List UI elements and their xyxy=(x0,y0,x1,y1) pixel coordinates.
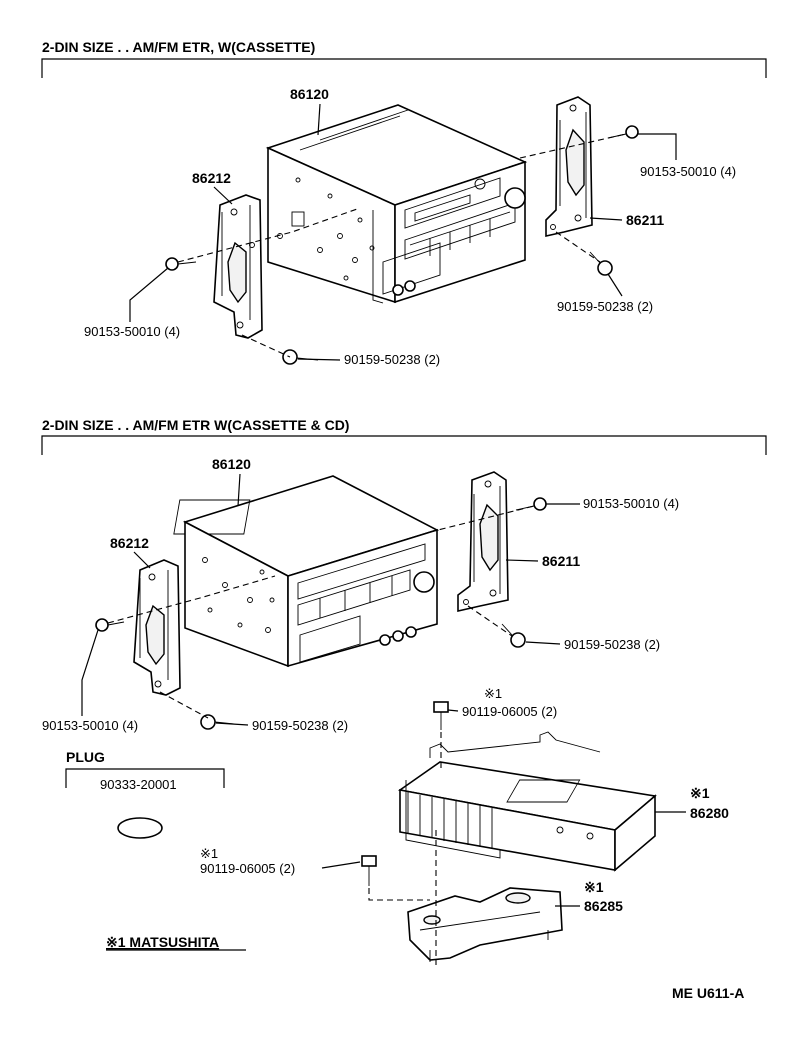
top-left-screw-label: 90159-50238 (2) xyxy=(344,352,440,367)
bottom-left-bolt-label: 90153-50010 (4) xyxy=(42,718,138,733)
amp-top-bolt-label: 90119-06005 (2) xyxy=(462,704,557,719)
head-unit-bottom: 86120 xyxy=(173,456,440,668)
top-left-bolt xyxy=(165,257,197,271)
section-bottom-bracket-line xyxy=(41,435,767,455)
section-bottom: 2-DIN SIZE . . AM/FM ETR W(CASSETTE & CD… xyxy=(41,417,767,965)
amplifier-unit: ※1 86280 xyxy=(397,731,729,872)
section-top: 2-DIN SIZE . . AM/FM ETR, W(CASSETTE) xyxy=(41,39,767,367)
fasteners-top: 90153-50010 (4) 90159-50238 (2) 90153-50… xyxy=(84,125,736,367)
top-unit-label: 86120 xyxy=(290,86,329,102)
bottom-left-bolt xyxy=(95,618,125,632)
left-bracket-top: 86212 xyxy=(192,170,263,339)
note: ※1 MATSUSHITA xyxy=(106,934,246,951)
bottom-right-bolt-label: 90153-50010 (4) xyxy=(583,496,679,511)
amp-top-bolt-mark: ※1 xyxy=(484,686,502,701)
amp-left-bolt xyxy=(361,855,377,886)
top-right-bolt-label: 90153-50010 (4) xyxy=(640,164,736,179)
plug-shape xyxy=(117,817,163,839)
fasteners-bottom: 90153-50010 (4) 90159-50238 (2) 90153-50… xyxy=(42,496,679,733)
amplifier-fasteners: ※1 90119-06005 (2) ※1 90119-06005 (2) xyxy=(200,686,557,965)
plug-callout: PLUG 90333-20001 xyxy=(65,749,225,839)
plug-bracket-line xyxy=(65,768,225,788)
section-top-bracket-line xyxy=(41,58,767,78)
bottom-right-bolt xyxy=(515,497,547,511)
amplifier-mark: ※1 xyxy=(690,785,710,801)
amplifier-bracket-label: 86285 xyxy=(584,898,623,914)
amplifier-bracket: ※1 86285 xyxy=(407,879,623,962)
bottom-right-screw xyxy=(501,623,526,648)
amp-top-bolt xyxy=(433,701,449,730)
amplifier-label: 86280 xyxy=(690,805,729,821)
plug-part-label: 90333-20001 xyxy=(100,777,177,792)
head-unit-top: 86120 xyxy=(265,86,528,304)
bottom-unit-label: 86120 xyxy=(212,456,251,472)
left-bracket-bottom: 86212 xyxy=(110,535,181,696)
note-matsushita: ※1 MATSUSHITA xyxy=(106,934,219,950)
amp-left-bolt-mark: ※1 xyxy=(200,846,218,861)
top-right-bracket-label: 86211 xyxy=(626,212,664,228)
section-bottom-header: 2-DIN SIZE . . AM/FM ETR W(CASSETTE & CD… xyxy=(42,417,349,433)
top-left-screw xyxy=(282,349,319,365)
bottom-left-bracket-label: 86212 xyxy=(110,535,149,551)
bottom-right-bracket-label: 86211 xyxy=(542,553,580,569)
amplifier-bracket-mark: ※1 xyxy=(584,879,604,895)
right-bracket-bottom: 86211 xyxy=(457,471,580,613)
top-left-bolt-label: 90153-50010 (4) xyxy=(84,324,180,339)
top-right-bolt xyxy=(607,125,639,139)
section-top-header: 2-DIN SIZE . . AM/FM ETR, W(CASSETTE) xyxy=(42,39,315,55)
diagram-code: ME U611-A xyxy=(672,985,744,1001)
plug-title: PLUG xyxy=(66,749,105,765)
top-right-screw xyxy=(589,251,613,276)
bottom-right-screw-label: 90159-50238 (2) xyxy=(564,637,660,652)
top-right-screw-label: 90159-50238 (2) xyxy=(557,299,653,314)
amp-left-bolt-label: 90119-06005 (2) xyxy=(200,861,295,876)
top-left-bracket-label: 86212 xyxy=(192,170,231,186)
bottom-left-screw-label: 90159-50238 (2) xyxy=(252,718,348,733)
